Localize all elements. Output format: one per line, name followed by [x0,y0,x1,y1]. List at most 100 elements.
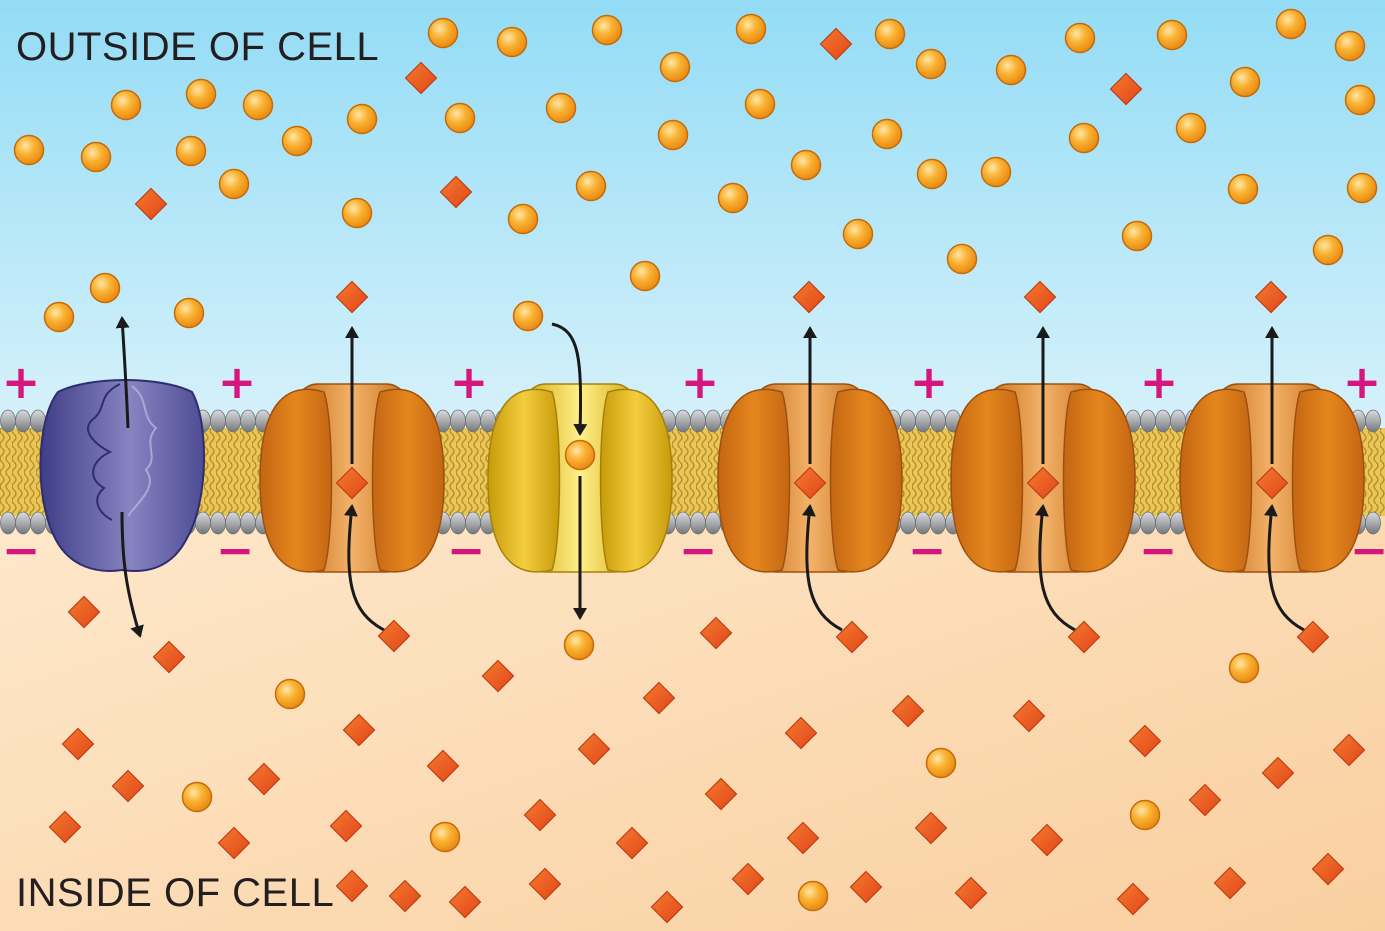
transport-arrows [115,316,1305,638]
orange-sphere-icon [218,168,250,200]
plus-charge: + [1140,355,1179,409]
orange-sphere-icon [874,18,906,50]
phospholipid-head [1170,409,1186,433]
orange-diamond-icon [404,61,438,95]
phospholipid-head [0,409,16,433]
orange-sphere-icon [242,89,274,121]
orange-sphere-icon [1227,173,1259,205]
orange-diamond-icon [335,280,369,314]
orange-sphere-icon [575,170,607,202]
phospholipid-head [465,409,481,433]
phospholipid-head [915,409,931,433]
minus-charge: − [1139,523,1178,577]
plus-charge: + [681,355,720,409]
orange-sphere-icon [564,439,596,471]
orange-sphere-icon [790,149,822,181]
orange-diamond-icon [426,749,460,783]
orange-diamond-icon [329,809,363,843]
plus-charge: + [1343,355,1382,409]
orange-diamond-icon [1188,783,1222,817]
phospholipid-head [240,409,256,433]
arrow-icon [343,504,385,632]
orange-sphere-icon [1334,30,1366,62]
orange-diamond-icon [528,867,562,901]
phospholipid-head [1365,409,1381,433]
orange-diamond-icon [152,640,186,674]
orange-diamond-icon [650,890,684,924]
orange-sphere-icon [512,300,544,332]
orange-sphere-icon [1175,112,1207,144]
orange-diamond-icon [388,879,422,913]
orange-sphere-icon [181,781,213,813]
negative-charges: − − − − − − − [2,523,1385,577]
orange-diamond-icon [1332,733,1366,767]
orange-sphere-icon [563,629,595,661]
orange-diamond-icon [577,732,611,766]
orange-sphere-icon [185,78,217,110]
outside-of-cell-label: OUTSIDE OF CELL [16,25,379,69]
transporter-right-lobe [829,388,903,573]
plus-charge: + [450,355,489,409]
diamond-ions [48,27,1366,924]
orange-diamond-icon [849,870,883,904]
orange-sphere-icon [591,14,623,46]
orange-diamond-icon [377,619,411,653]
orange-sphere-icon [175,135,207,167]
orange-diamond-icon [1030,823,1064,857]
phospholipid-head [930,409,946,433]
inside-of-cell-label: INSIDE OF CELL [16,871,334,915]
orange-sphere-icon [1129,799,1161,831]
orange-sphere-icon [980,156,1012,188]
orange-diamond-icon [699,616,733,650]
positive-charges: + + + + + + + [2,355,1382,409]
phospholipid-head [450,409,466,433]
minus-charge: − [908,523,947,577]
orange-diamond-icon [615,826,649,860]
orange-diamond-icon [1067,620,1101,654]
orange-diamond-icon [914,811,948,845]
orange-sphere-icon [496,26,528,58]
orange-sphere-icon [657,119,689,151]
arrow-icon [1034,504,1076,632]
orange-diamond-icon [891,694,925,728]
orange-sphere-icon [110,89,142,121]
orange-diamond-icon [217,826,251,860]
orange-diamond-icon [1116,882,1150,916]
orange-sphere-icon [545,92,577,124]
orange-diamond-icon [67,595,101,629]
phospholipid-head [210,409,226,433]
minus-charge: − [447,523,486,577]
orange-sphere-icon [1346,172,1378,204]
orange-sphere-icon [43,301,75,333]
orange-sphere-icon [341,197,373,229]
orange-diamond-icon [448,885,482,919]
plus-charge: + [218,355,257,409]
lipid-bilayer [0,409,1385,535]
orange-diamond-icon [523,798,557,832]
orange-diamond-icon [1023,280,1057,314]
orange-diamond-icon [1128,724,1162,758]
orange-sphere-icon [871,118,903,150]
orange-sphere-icon [281,125,313,157]
orange-diamond-icon [335,466,369,500]
lipid-tail-pattern [0,428,1385,516]
orange-sphere-icon [427,17,459,49]
orange-sphere-icon [995,54,1027,86]
arrow-icon [115,316,130,429]
orange-sphere-icon [429,821,461,853]
orange-sphere-icon [925,747,957,779]
round-ions [13,8,1378,912]
orange-sphere-icon [915,48,947,80]
orange-sphere-icon [946,243,978,275]
orange-diamond-icon [784,716,818,750]
orange-sphere-icon [1121,220,1153,252]
phospholipid-head [1140,409,1156,433]
orange-sphere-icon [1228,652,1260,684]
orange-diamond-icon [704,777,738,811]
orange-sphere-icon [444,102,476,134]
leak-channel-highlight [127,385,158,517]
orange-diamond-icon [642,681,676,715]
minus-charge: − [216,523,255,577]
orange-sphere-icon [13,134,45,166]
